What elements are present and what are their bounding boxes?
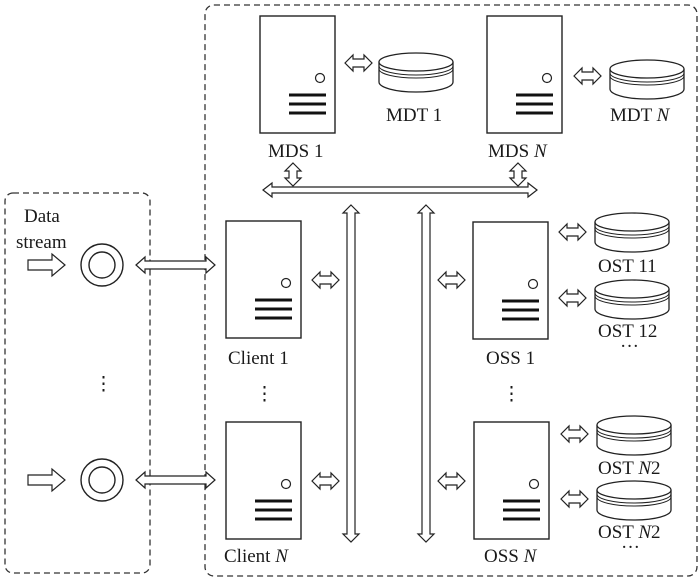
mds-1-server-icon: [258, 14, 337, 135]
metadata-bus-arrow: [262, 181, 538, 199]
mdt-n-disk-icon: [609, 59, 685, 100]
data-stream-label-line1: Data: [24, 206, 60, 227]
data-stream-label-line2: stream: [16, 232, 67, 253]
ost-n2b-disk-icon: [596, 480, 672, 521]
oss-ost-link-arrow: [560, 425, 589, 443]
oss-ellipsis: ⋮: [502, 384, 521, 405]
stream-source-icon: [80, 243, 124, 287]
mds-mdt-link-arrow: [344, 54, 373, 72]
oss-ost-link-arrow: [558, 223, 587, 241]
input-arrow-icon: [27, 467, 66, 493]
ost-ellipsis: ···: [620, 336, 639, 357]
ost-n2b-label: OST N2: [598, 522, 661, 543]
mds-n-label: MDS N: [488, 141, 548, 162]
oss-ost-link-arrow: [558, 289, 587, 307]
input-arrow-icon: [27, 252, 66, 278]
client-bus-arrow: [341, 204, 361, 543]
stream-client-link-arrow: [135, 255, 216, 275]
data-stream-container: [4, 192, 151, 574]
stream-client-link-arrow: [135, 470, 216, 490]
client-n-server-icon: [224, 420, 303, 541]
oss-ost-link-arrow: [560, 490, 589, 508]
ost-n2-label: OST N2: [598, 458, 661, 479]
stream-source-icon: [80, 458, 124, 502]
mdt-1-label: MDT 1: [386, 105, 442, 126]
client-1-server-icon: [224, 219, 303, 340]
mds-mdt-link-arrow: [573, 67, 602, 85]
oss-bus-arrow: [416, 204, 436, 543]
oss-n-server-icon: [472, 420, 551, 541]
client-ellipsis: ⋮: [255, 384, 274, 405]
bus-oss-link-arrow: [437, 472, 466, 490]
mds-1-label: MDS 1: [268, 141, 323, 162]
oss-1-server-icon: [471, 220, 550, 341]
oss-n-label: OSS N: [484, 546, 538, 567]
mdt-n-label: MDT N: [610, 105, 671, 126]
ost-ellipsis: ···: [621, 537, 640, 558]
client-n-label: Client N: [224, 546, 289, 567]
client-1-label: Client 1: [228, 348, 289, 369]
mds-n-server-icon: [485, 14, 564, 135]
stream-ellipsis: ⋮: [94, 374, 113, 395]
mdt-1-disk-icon: [378, 52, 454, 93]
ost-11-label: OST 11: [598, 256, 657, 277]
mds-bus-link-arrow: [283, 162, 303, 187]
client-bus-link-arrow: [311, 271, 340, 289]
bus-oss-link-arrow: [437, 271, 466, 289]
mds-bus-link-arrow: [508, 162, 528, 187]
ost-12-label: OST 12: [598, 321, 657, 342]
storage-cluster-container: [204, 4, 698, 577]
ost-n2-disk-icon: [596, 415, 672, 456]
client-bus-link-arrow: [311, 472, 340, 490]
oss-1-label: OSS 1: [486, 348, 535, 369]
ost-12-disk-icon: [594, 279, 670, 320]
ost-11-disk-icon: [594, 212, 670, 253]
